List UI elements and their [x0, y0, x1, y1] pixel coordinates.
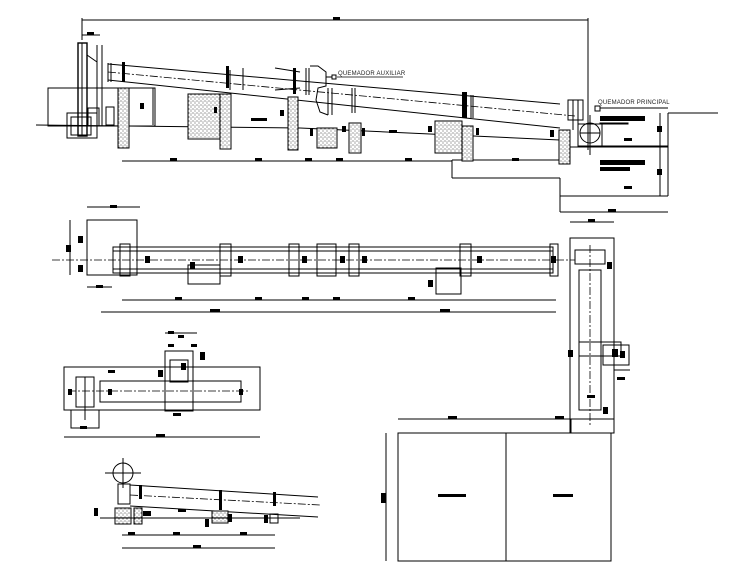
small-elevation: [94, 458, 321, 549]
auxiliary-burner-label: QUEMADOR AUXILIAR: [338, 71, 406, 77]
kiln-tyres: [107, 62, 474, 118]
dimension-label: [333, 17, 340, 20]
cooler-plan-building: [381, 416, 614, 562]
kiln-piers: [117, 87, 571, 165]
dimension-label: [87, 32, 94, 35]
auxiliary-burner-hood: [310, 65, 329, 116]
main-burner-label: QUEMADOR PRINCIPAL: [598, 100, 670, 106]
main-elevation: QUEMADOR AUXILIAR QUEMADOR PRINCIPAL: [35, 17, 718, 213]
main-burner-hood: [567, 99, 584, 121]
piers-detail-plan: [63, 331, 261, 438]
plan-view: [52, 205, 630, 434]
